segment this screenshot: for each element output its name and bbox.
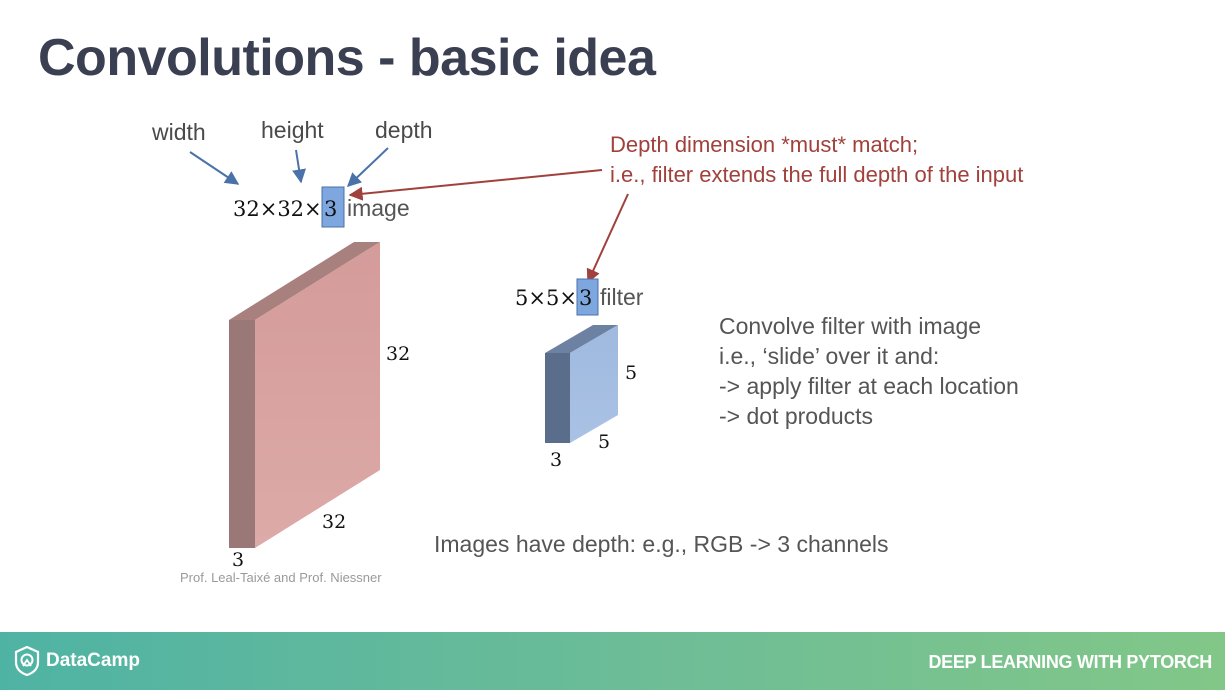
image-depth-label: 3	[232, 549, 244, 571]
image-depth-value: 3	[324, 197, 337, 221]
image-credit: Prof. Leal-Taixé and Prof. Niessner	[180, 570, 382, 585]
image-depth-note: Images have depth: e.g., RGB -> 3 channe…	[434, 531, 889, 557]
filter-depth-value: 3	[579, 286, 592, 310]
filter-volume-top	[545, 325, 618, 353]
depth-note-line-2: i.e., filter extends the full depth of t…	[610, 162, 1023, 187]
depth-label: depth	[375, 117, 433, 143]
image-depth-highlight	[321, 186, 345, 228]
convolve-line-2: i.e., ‘slide’ over it and:	[719, 343, 939, 369]
filter-volume-front	[570, 325, 618, 443]
datacamp-brand: DataCamp	[14, 646, 140, 676]
image-volume-side	[229, 320, 255, 548]
width-label: width	[151, 119, 206, 145]
image-volume-top	[229, 242, 380, 320]
width-arrow	[189, 151, 240, 185]
depth-note-line-1: Depth dimension *must* match;	[610, 132, 918, 157]
image-width-label: 32	[322, 511, 346, 533]
image-size-prefix: 32×32×	[233, 197, 322, 221]
filter-width-label: 5	[598, 431, 610, 453]
note-to-filter-arrow	[586, 193, 629, 284]
datacamp-logo-icon	[14, 646, 40, 676]
brand-name: DataCamp	[46, 650, 140, 671]
convolve-line-3: -> apply filter at each location	[719, 373, 1019, 399]
convolution-diagram: width height depth 32×32× 3 image Depth …	[151, 117, 1023, 585]
image-volume-front	[255, 242, 380, 548]
convolve-line-1: Convolve filter with image	[719, 313, 981, 339]
depth-arrow	[346, 147, 389, 187]
slide-title: Convolutions - basic idea	[38, 29, 656, 87]
height-label: height	[261, 117, 324, 143]
filter-volume-side	[545, 353, 570, 443]
image-word: image	[347, 195, 410, 221]
footer-bar: DataCamp DEEP LEARNING WITH PYTORCH	[0, 632, 1225, 690]
height-arrow	[292, 149, 306, 184]
filter-size-prefix: 5×5×	[515, 286, 577, 310]
filter-depth-label: 3	[550, 449, 562, 471]
note-to-image-arrow	[348, 169, 603, 201]
image-height-label: 32	[386, 343, 410, 365]
convolve-line-4: -> dot products	[719, 403, 873, 429]
filter-word: filter	[600, 284, 644, 310]
course-title: DEEP LEARNING WITH PYTORCH	[928, 652, 1212, 672]
filter-depth-highlight	[576, 278, 599, 316]
filter-height-label: 5	[625, 362, 637, 384]
